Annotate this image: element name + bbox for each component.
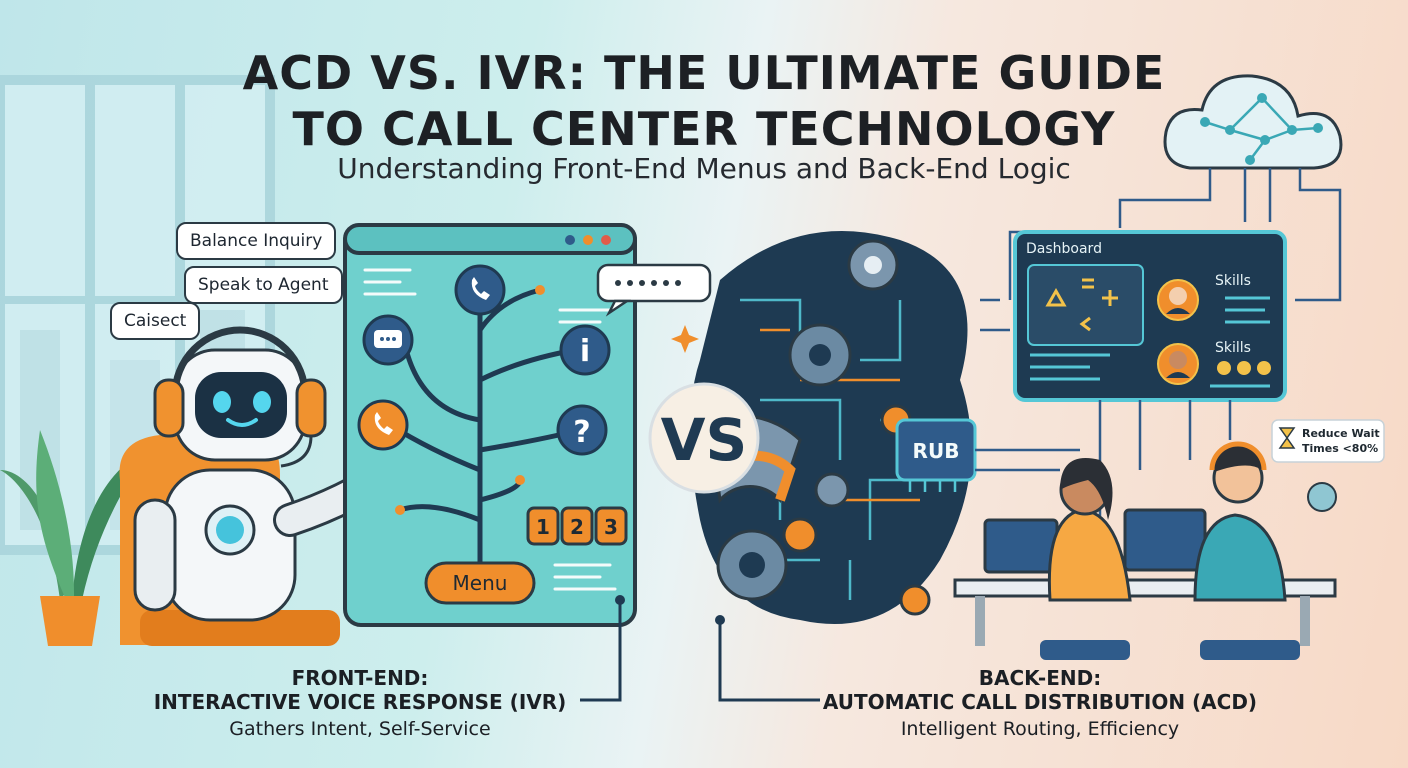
ivr-caption-line3: Gathers Intent, Self-Service (229, 718, 491, 740)
dashboard-title: Dashboard (1026, 241, 1102, 257)
headset-icon (1157, 343, 1199, 385)
page-title-line2: TO CALL CENTER TECHNOLOGY (292, 102, 1116, 156)
gear-icon (847, 239, 899, 291)
routing-hub-label: RUB (913, 439, 960, 463)
cloud-network-icon (1008, 74, 1343, 302)
reduce-wait-line2: Times <80% (1302, 442, 1378, 455)
ivr-menu-screen: i ? 1 2 3 Menu (343, 223, 712, 702)
versus-label: VS (661, 406, 748, 474)
acd-caption-line2: AUTOMATIC CALL DISTRIBUTION (ACD) (822, 690, 1258, 714)
skills-label: Skills (1215, 340, 1251, 356)
agent-desk (953, 441, 1337, 660)
skills-label: Skills (1215, 273, 1251, 289)
speech-bubble-agent: Speak to Agent (184, 266, 343, 304)
gear-icon (814, 472, 850, 508)
menu-button-label: Menu (453, 571, 508, 595)
gear-icon (1307, 482, 1337, 512)
svg-text:i: i (580, 334, 590, 369)
headset-icon (1157, 279, 1199, 321)
speech-bubble-caisect: Caisect (110, 302, 201, 340)
page-title-line1: ACD VS. IVR: THE ULTIMATE GUIDE (242, 46, 1166, 100)
ivr-caption-line2: INTERACTIVE VOICE RESPONSE (IVR) (153, 690, 567, 714)
speech-bubble-balance: Balance Inquiry (176, 222, 337, 260)
svg-text:?: ? (573, 415, 590, 450)
plant (0, 430, 150, 646)
acd-caption-line3: Intelligent Routing, Efficiency (900, 718, 1180, 740)
phone-icon (357, 399, 409, 451)
agent-female (1047, 458, 1132, 602)
acd-caption: BACK-END: AUTOMATIC CALL DISTRIBUTION (A… (820, 666, 1260, 742)
gear-icon (899, 584, 931, 616)
gear-icon (788, 323, 852, 387)
question-icon: ? (556, 404, 608, 456)
reduce-wait-line1: Reduce Wait (1302, 427, 1380, 440)
dashboard-panel: Dashboard Skills Skills (1013, 230, 1287, 402)
acd-caption-line1: BACK-END: (978, 666, 1102, 690)
gear-icon (782, 517, 818, 553)
page-subtitle: Understanding Front-End Menus and Back-E… (337, 152, 1071, 185)
hourglass-icon (1278, 427, 1296, 449)
keypad-key-3: 3 (604, 515, 618, 539)
agent-male (1193, 441, 1287, 602)
menu-button[interactable] (424, 561, 536, 605)
wait-time-callout: Reduce Wait Times <80% (1271, 419, 1385, 463)
info-icon: i (559, 324, 611, 376)
keypad-key-1: 1 (536, 515, 550, 539)
versus-badge: VS (648, 382, 760, 494)
phone-icon (454, 264, 506, 316)
routing-engine: RUB (690, 231, 977, 702)
gear-icon (716, 529, 788, 601)
typing-bubble (596, 263, 712, 317)
keypad: 1 2 3 (526, 506, 628, 546)
chat-icon (362, 314, 414, 366)
ivr-caption-line1: FRONT-END: (291, 666, 429, 690)
ivr-caption: FRONT-END: INTERACTIVE VOICE RESPONSE (I… (150, 666, 570, 742)
keypad-key-2: 2 (570, 515, 584, 539)
